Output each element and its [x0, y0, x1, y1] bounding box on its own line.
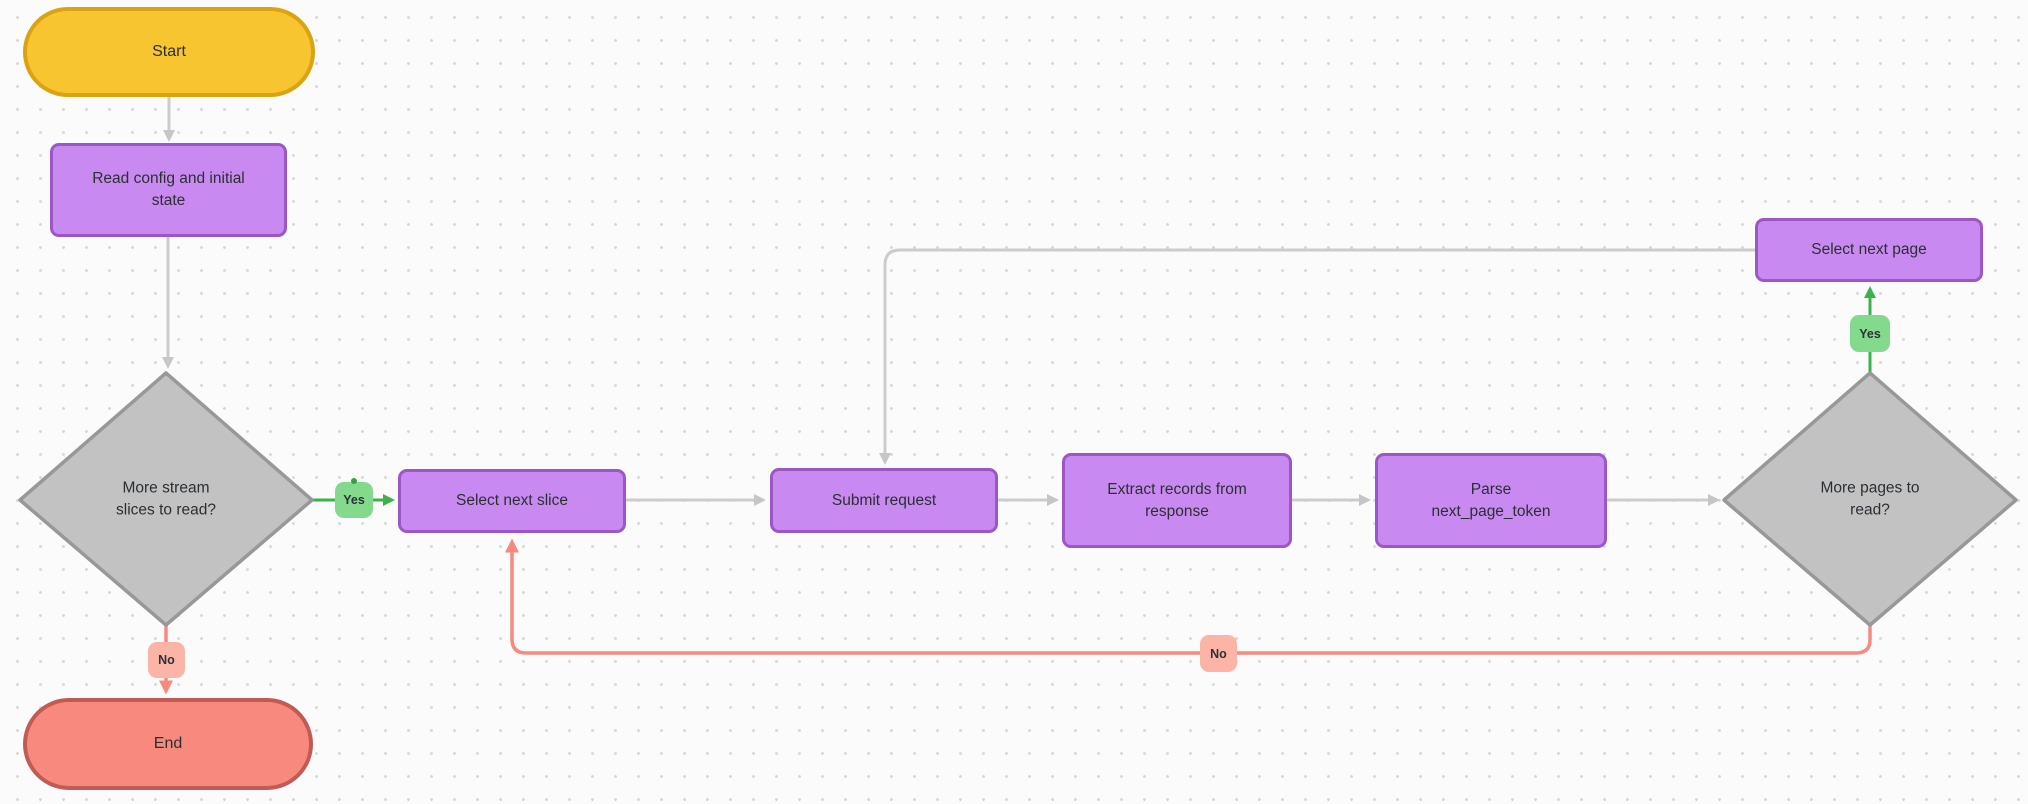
decision-more-slices-shape[interactable]	[18, 371, 314, 627]
node-select-next-page[interactable]: Select next page	[1755, 218, 1983, 282]
decision-more-pages-shape[interactable]	[1722, 371, 2018, 627]
node-start[interactable]: Start	[23, 7, 315, 97]
edge-more-pages-no	[505, 538, 1872, 655]
node-more-slices-label: More stream slices to read?	[116, 479, 216, 518]
node-parse-next-page-token[interactable]: Parse next_page_token	[1375, 453, 1607, 548]
node-select-next-slice[interactable]: Select next slice	[398, 469, 626, 533]
node-extract-records[interactable]: Extract records from response	[1062, 453, 1292, 548]
node-end[interactable]: End	[23, 698, 313, 790]
node-read-config[interactable]: Read config and initial state	[50, 143, 287, 237]
edge-label-yes-slices: Yes	[335, 482, 373, 518]
edge-select-page-to-submit	[879, 248, 1755, 465]
connector-handle-dot	[351, 478, 357, 484]
node-submit-request[interactable]: Submit request	[770, 468, 998, 533]
node-more-pages-label: More pages to read?	[1820, 479, 1920, 518]
edge-label-yes-pages: Yes	[1850, 315, 1890, 352]
edge-label-no-slices: No	[148, 642, 185, 678]
edge-label-no-pages: No	[1200, 635, 1237, 672]
